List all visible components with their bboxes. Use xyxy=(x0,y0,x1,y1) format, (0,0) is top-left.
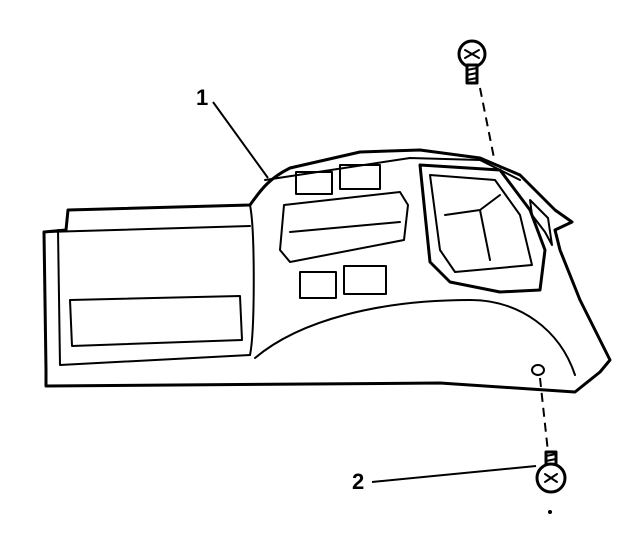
center-display-opening xyxy=(279,191,409,263)
side-recessed-panel xyxy=(69,295,243,347)
upper-screw-path xyxy=(479,87,495,159)
console-trim-panel xyxy=(42,148,612,394)
upper-switch-opening-left xyxy=(295,171,333,195)
left-side-edge xyxy=(45,225,251,366)
storage-bin-opening xyxy=(418,163,547,294)
callout-2-number: 2 xyxy=(352,469,364,494)
callout-1-number: 1 xyxy=(196,85,208,110)
lower-screw-hole xyxy=(531,364,545,376)
upper-switch-opening-right xyxy=(339,164,381,190)
storage-bin-inner xyxy=(429,174,533,273)
display-inner-line xyxy=(289,221,401,233)
stray-mark xyxy=(548,510,552,514)
lower-screw-assembly xyxy=(531,364,567,494)
screw-icon xyxy=(535,450,567,494)
callout-1-leader xyxy=(212,101,269,179)
callout-2: 2 xyxy=(352,465,537,494)
callout-1: 1 xyxy=(196,85,269,179)
upper-screw-assembly xyxy=(457,39,495,159)
screw-icon xyxy=(457,39,487,85)
callout-2-leader xyxy=(371,465,537,483)
center-tower-edge xyxy=(249,204,576,376)
lower-switch-opening-left xyxy=(299,271,337,299)
storage-bin-floor xyxy=(444,194,501,261)
lower-switch-opening-right xyxy=(343,265,387,295)
lower-screw-path xyxy=(539,377,549,453)
